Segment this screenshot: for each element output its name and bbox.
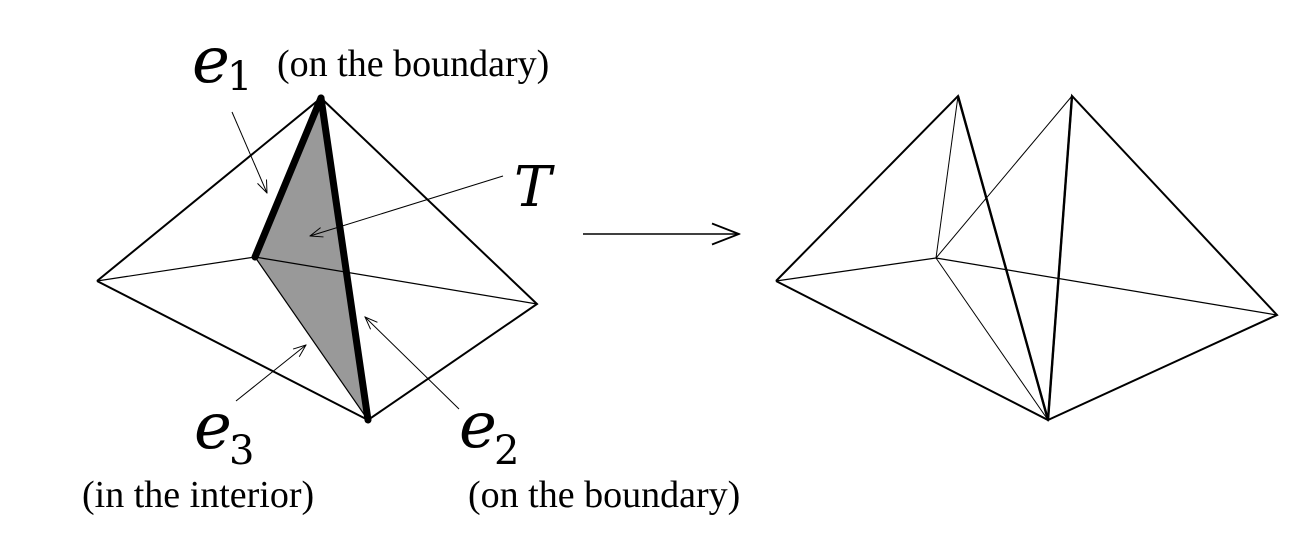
right-edge-center-to-apex1 xyxy=(935,95,959,259)
edge-center-to-right xyxy=(254,256,538,305)
caption-e2: (on the boundary) xyxy=(468,474,740,516)
edge-e2 xyxy=(317,94,372,424)
caption-e3: (in the interior) xyxy=(82,474,314,516)
svg-text:e: e xyxy=(459,389,497,463)
arrow-to-e3 xyxy=(235,345,306,402)
svg-text:2: 2 xyxy=(494,428,519,474)
caption-e1: (on the boundary) xyxy=(277,43,549,85)
left-polyhedron xyxy=(96,94,539,424)
label-e3: e 3 (in the interior) xyxy=(82,390,314,516)
right-edge-left-to-center xyxy=(775,257,937,282)
right-polyhedron xyxy=(775,93,1279,422)
edge-e3 xyxy=(254,256,369,421)
right-edge-center-to-apex2 xyxy=(935,95,1073,259)
svg-text:3: 3 xyxy=(229,428,254,474)
arrow-to-e1 xyxy=(231,111,267,193)
svg-text:1: 1 xyxy=(227,54,252,100)
label-e1: e 1 (on the boundary) xyxy=(192,24,549,100)
edge-left-to-center xyxy=(96,256,256,282)
arrow-to-e2 xyxy=(365,317,460,410)
shaded-triangle-t xyxy=(255,98,368,420)
right-thick-diagonal xyxy=(956,95,1050,421)
svg-text:e: e xyxy=(192,24,230,98)
right-edge-center-to-right xyxy=(935,257,1278,316)
label-e2: e 2 (on the boundary) xyxy=(459,389,740,516)
right-outer-boundary xyxy=(775,93,1279,422)
right-edge-center-to-bottom xyxy=(935,257,1049,421)
label-t: T xyxy=(514,155,555,220)
right-thick-diagonal-2 xyxy=(1046,95,1074,421)
arrow-to-t xyxy=(310,175,504,236)
svg-text:e: e xyxy=(194,390,232,464)
edge-e1 xyxy=(251,94,325,261)
